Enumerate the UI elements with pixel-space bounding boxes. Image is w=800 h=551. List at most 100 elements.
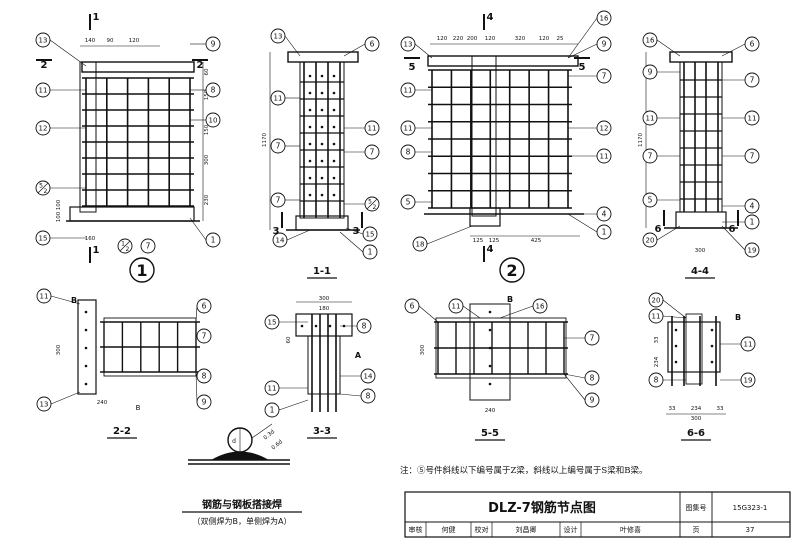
dimension-text: 230 xyxy=(204,194,210,205)
callout-bubble: 5 xyxy=(642,192,658,208)
callout-number: 11 xyxy=(404,87,413,95)
rebar-dot xyxy=(308,108,312,112)
callout-number: 2 xyxy=(43,188,47,195)
section-mark-number: 2 xyxy=(197,60,204,71)
callout-bubble: 7 xyxy=(140,238,156,254)
callout-bubble: 8 xyxy=(584,370,600,386)
leader-line xyxy=(426,225,473,245)
view-label: 2-2 xyxy=(107,426,137,439)
rebar-grid xyxy=(428,69,572,209)
callout-number: 1 xyxy=(270,406,275,415)
callout-number: 11 xyxy=(368,125,377,133)
callout-bubble: 10 xyxy=(205,112,221,128)
callout-number: 13 xyxy=(40,401,49,409)
view-label-text: 3-3 xyxy=(313,426,331,437)
callout-bubble: 9 xyxy=(642,64,658,80)
callout-bubble: 1 xyxy=(744,214,760,230)
callout-number: 16 xyxy=(536,303,545,311)
dimension-text: d xyxy=(232,438,236,445)
weld-subtitle: （双侧焊为B，单侧焊为A） xyxy=(193,516,292,526)
callout-bubble: 9 xyxy=(205,36,221,52)
rebar-dot xyxy=(488,328,492,332)
callout-number: 13 xyxy=(404,41,413,49)
callout-number: 16 xyxy=(600,15,609,23)
callout-bubble: 15 xyxy=(264,314,280,330)
callout-bubble: 13 xyxy=(36,396,52,412)
callout-bubble: 8 xyxy=(400,144,416,160)
view-label-text: 1-1 xyxy=(313,266,331,277)
callout-bubble: 16 xyxy=(532,298,548,314)
callout-bubble: 11 xyxy=(642,110,658,126)
rebar-dot xyxy=(84,346,88,350)
leader-line xyxy=(662,315,687,319)
callout-number: 11 xyxy=(646,115,655,123)
signoff-name: 何健 xyxy=(442,525,456,534)
signoff-role: 审核 xyxy=(409,525,423,534)
dimension-text: 33 xyxy=(669,406,676,412)
rebar-dot xyxy=(320,125,324,129)
rebar-dot xyxy=(320,91,324,95)
callout-number: 11 xyxy=(268,385,277,393)
leader-line xyxy=(414,43,433,59)
callout-bubble: 7 xyxy=(596,68,612,84)
dimension-text: 320 xyxy=(515,36,526,42)
rebar-dot xyxy=(674,328,678,332)
section-mark-number: 1 xyxy=(93,245,100,256)
dimension-text: 150 xyxy=(204,89,210,100)
dimension-text: 100 xyxy=(56,211,62,222)
rebar-dot xyxy=(314,324,318,328)
callout-bubble: 12 xyxy=(35,120,51,136)
callout-number: 11 xyxy=(404,125,413,133)
callout-bubble: 8 xyxy=(648,372,664,388)
leader-line xyxy=(563,373,586,379)
callout-bubble: 6 xyxy=(744,36,760,52)
callout-number: 7 xyxy=(146,242,151,251)
view-label: 2 xyxy=(499,257,525,283)
callout-number: 1 xyxy=(211,236,216,245)
callout-bubble: 7 xyxy=(196,328,212,344)
callout-number: 7 xyxy=(370,148,375,157)
rebar-dot xyxy=(300,324,304,328)
view-label-text: 1 xyxy=(136,261,147,280)
beam-outline xyxy=(435,317,567,379)
weld-letter: B xyxy=(735,313,741,322)
rebar-dot xyxy=(320,193,324,197)
callout-number: 8 xyxy=(202,372,207,381)
title-block-border xyxy=(404,491,791,538)
callout-number: 15 xyxy=(39,235,48,243)
callout-number: 11 xyxy=(452,303,461,311)
dimension-text: 1170 xyxy=(262,133,268,147)
rebar-dot xyxy=(84,310,88,314)
callout-bubble: 12 xyxy=(117,238,133,254)
callout-bubble: 7 xyxy=(270,192,286,208)
leader-line xyxy=(284,35,301,57)
leader-line xyxy=(339,231,364,253)
callout-number: 14 xyxy=(364,373,373,381)
rebar-dot xyxy=(332,108,336,112)
callout-bubble: 7 xyxy=(270,138,286,154)
callout-number: 1 xyxy=(602,228,607,237)
dimension-text: 220 xyxy=(453,36,464,42)
callout-number: 7 xyxy=(602,72,607,81)
rebar-dot xyxy=(320,142,324,146)
bottom-plate xyxy=(69,206,195,222)
atlas-no-value: 15G323-1 xyxy=(733,504,768,512)
callout-bubble: 12 xyxy=(596,120,612,136)
callout-bubble: 13 xyxy=(270,28,286,44)
column-outline xyxy=(679,61,723,213)
callout-number: 19 xyxy=(748,247,757,255)
page-label: 页 xyxy=(693,526,700,534)
view-label-text: 2 xyxy=(506,261,517,280)
callout-number: 8 xyxy=(654,376,659,385)
callout-number: 10 xyxy=(209,117,218,125)
callout-bubble: 11 xyxy=(364,120,380,136)
callout-number: 8 xyxy=(211,86,216,95)
leader-line xyxy=(278,399,309,411)
rebar-dot xyxy=(320,108,324,112)
callout-number: 15 xyxy=(366,231,375,239)
dimension-text: 200 xyxy=(467,36,478,42)
section-mark-number: 5 xyxy=(409,62,416,73)
